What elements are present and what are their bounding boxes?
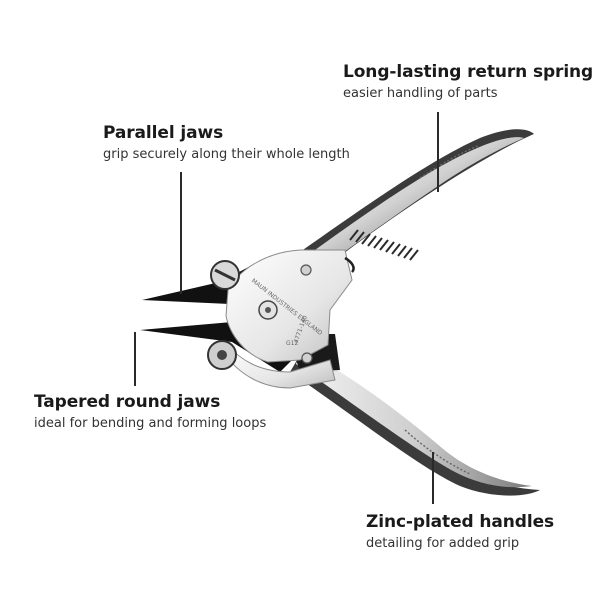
pivot-plate	[225, 249, 353, 389]
callout-title: Long-lasting return spring	[343, 62, 594, 82]
lower-pivot-screw	[207, 340, 237, 370]
rivet-lower	[301, 352, 313, 364]
lower-handle	[290, 350, 540, 496]
center-pivot-screw	[258, 300, 278, 320]
engraving-code: G12	[286, 340, 298, 347]
return-spring	[349, 229, 419, 261]
callout-tapered-jaws: Tapered round jaws ideal for bending and…	[34, 392, 266, 433]
callout-title: Tapered round jaws	[34, 392, 221, 412]
callout-subtitle: easier handling of parts	[343, 86, 498, 101]
upper-pivot-screw	[210, 260, 240, 290]
callout-parallel-jaws: Parallel jaws grip securely along their …	[103, 123, 350, 164]
callout-subtitle: detailing for added grip	[366, 536, 520, 551]
rivet-upper	[300, 264, 312, 276]
callout-title: Parallel jaws	[103, 123, 224, 143]
callout-return-spring: Long-lasting return spring easier handli…	[343, 62, 593, 103]
callout-title: Zinc-plated handles	[366, 512, 555, 532]
leader-spring	[437, 112, 439, 192]
callout-zinc-handles: Zinc-plated handles detailing for added …	[366, 512, 554, 553]
leader-tapered-jaws	[134, 332, 136, 386]
leader-handles	[432, 452, 434, 504]
leader-parallel-jaws	[180, 172, 182, 294]
callout-subtitle: ideal for bending and forming loops	[34, 416, 267, 431]
callout-subtitle: grip securely along their whole length	[103, 147, 350, 162]
